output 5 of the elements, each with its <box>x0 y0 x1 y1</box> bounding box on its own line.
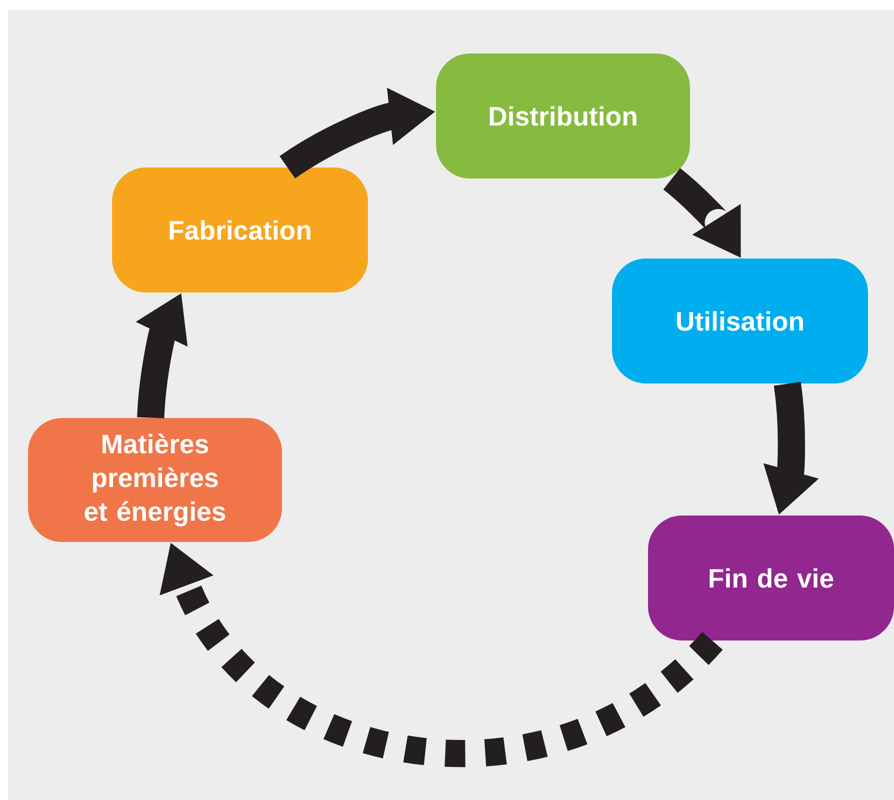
process-box: Distribution <box>436 54 690 178</box>
process-box: Utilisation <box>612 258 868 384</box>
process-box: Fin de vie <box>648 516 894 640</box>
process-box: Fabrication <box>112 168 368 292</box>
process-box: Matières premières et énergies <box>28 418 282 542</box>
